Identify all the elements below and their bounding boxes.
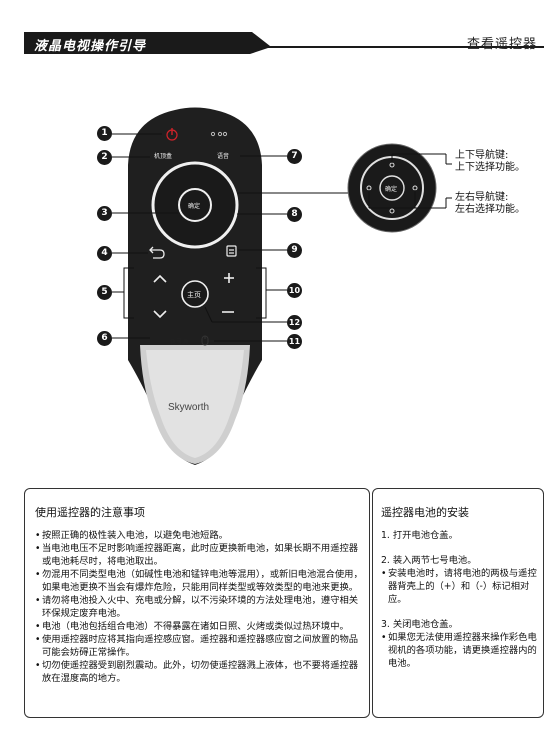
precautions-box: 使用遥控器的注意事项 按照正确的极性装入电池，以避免电池短路。 当电池电压不足时…: [24, 488, 370, 718]
power-icon: [166, 128, 178, 141]
battery-step-2-note: 安装电池时，请将电池的两极与遥控器背壳上的（+）和（-）标记相对应。: [381, 567, 539, 606]
channel-down-icon: [153, 310, 167, 319]
zoom-ok-button: [379, 175, 405, 201]
header-title: 液晶电视操作引导: [34, 39, 147, 54]
pairing-icon: [210, 131, 228, 137]
remote-diagram: 机顶盒 语音 确定 主页 信号源 Skyworth 确定 上下导航键: 上下选择…: [0, 60, 555, 480]
list-item: 当电池电压不足时影响遥控器距离，此时应更换新电池，如果长期不用遥控器或电池耗尽时…: [35, 542, 363, 568]
precautions-title: 使用遥控器的注意事项: [35, 506, 145, 519]
zoom-ok-label: 确定: [385, 186, 398, 193]
callout-1: 1: [97, 126, 112, 141]
list-item: 勿混用不同类型电池（如碱性电池和锰锌电池等混用），或新旧电池混合使用，如果电池更…: [35, 568, 363, 594]
updown-title: 上下导航键:: [455, 150, 509, 161]
list-item: 电池（电池包括组合电池）不得暴露在诸如日照、火烤或类似过热环境中。: [35, 620, 363, 633]
callout-11: 11: [287, 334, 302, 349]
precautions-list: 按照正确的极性装入电池，以避免电池短路。 当电池电压不足时影响遥控器距离，此时应…: [35, 529, 363, 685]
list-item: 请勿将电池投入火中、充电或分解，以不污染环境的方法处理电池，遵守相关环保规定废弃…: [35, 594, 363, 620]
callout-7: 7: [287, 149, 302, 164]
signal-source-label: 信号源: [170, 339, 189, 346]
callout-10: 10: [287, 283, 302, 298]
battery-step-2: 2. 装入两节七号电池。: [381, 555, 477, 566]
voice-label: 语音: [217, 153, 230, 160]
remote-drawing: [112, 107, 452, 465]
home-button: [181, 280, 209, 308]
leftright-desc: 左右选择功能。: [455, 204, 525, 215]
header-band: [24, 32, 544, 54]
callout-3: 3: [97, 206, 112, 221]
battery-step-1: 1. 打开电池仓盖。: [381, 530, 458, 541]
menu-icon: [226, 245, 237, 257]
battery-step-3-note: 如果您无法使用遥控器来操作彩色电视机的各项功能，请更换遥控器内的电池。: [381, 631, 539, 670]
volume-up-icon: [224, 273, 234, 283]
callout-12: 12: [287, 315, 302, 330]
brand-logo: Skyworth: [168, 402, 210, 413]
callout-6: 6: [97, 331, 112, 346]
leftright-title: 左右导航键:: [455, 192, 509, 203]
list-item: 按照正确的极性装入电池，以避免电池短路。: [35, 529, 363, 542]
back-icon: [149, 246, 165, 259]
callout-5: 5: [97, 285, 112, 300]
callout-9: 9: [287, 243, 302, 258]
ok-button: [178, 188, 212, 222]
battery-title: 遥控器电池的安装: [381, 506, 469, 519]
ok-label: 确定: [188, 203, 201, 210]
callout-4: 4: [97, 246, 112, 261]
battery-step-3: 3. 关闭电池仓盖。: [381, 619, 458, 630]
list-item: 使用遥控器时应将其指向遥控感应窗。遥控器和遥控器感应窗之间放置的物品可能会妨碍正…: [35, 633, 363, 659]
channel-up-icon: [153, 274, 167, 283]
battery-steps: 1. 打开电池仓盖。 2. 装入两节七号电池。 安装电池时，请将电池的两极与遥控…: [381, 529, 539, 670]
updown-desc: 上下选择功能。: [455, 162, 525, 173]
header-right-title: 查看遥控器: [466, 37, 537, 52]
home-label: 主页: [187, 291, 201, 299]
list-item: 切勿使遥控器受到剧烈震动。此外，切勿使遥控器溅上液体，也不要将遥控器放在湿度高的…: [35, 659, 363, 685]
callout-8: 8: [287, 207, 302, 222]
voice-box-label: 机顶盒: [154, 153, 173, 160]
callout-2: 2: [97, 150, 112, 165]
mouse-icon: [201, 335, 209, 346]
battery-box: 遥控器电池的安装 1. 打开电池仓盖。 2. 装入两节七号电池。 安装电池时，请…: [372, 488, 544, 718]
